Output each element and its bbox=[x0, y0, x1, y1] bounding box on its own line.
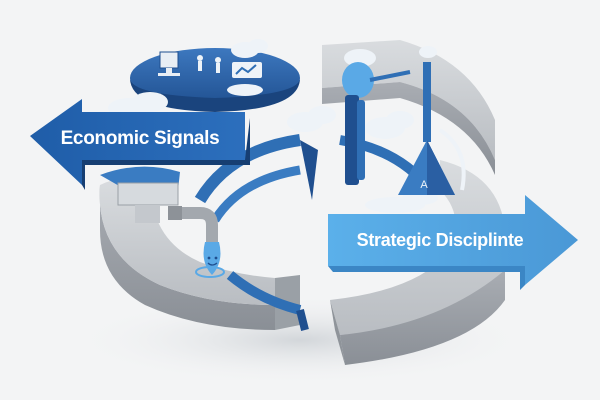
center-spike bbox=[300, 140, 318, 200]
strategic-discipline-arrow bbox=[328, 195, 578, 290]
top-disc-platform bbox=[130, 48, 300, 112]
ring-segment-right bbox=[330, 160, 505, 365]
computer-monitor-icon bbox=[158, 51, 180, 76]
person-figure-icon bbox=[342, 62, 411, 185]
valve-pipe-icon bbox=[168, 206, 218, 243]
beacon-glyph: A bbox=[420, 179, 428, 191]
economic-signals-arrow bbox=[30, 99, 250, 190]
chart-board-icon bbox=[232, 62, 262, 78]
people-figures-icon bbox=[197, 55, 221, 73]
handshake-icon bbox=[100, 166, 180, 223]
beacon-tower-icon bbox=[398, 62, 466, 195]
strategic-discipline-label: Strategic Disciplinte bbox=[357, 230, 524, 250]
economic-signals-label: Economic Signals bbox=[61, 128, 220, 149]
water-drop-face-icon bbox=[195, 242, 225, 278]
